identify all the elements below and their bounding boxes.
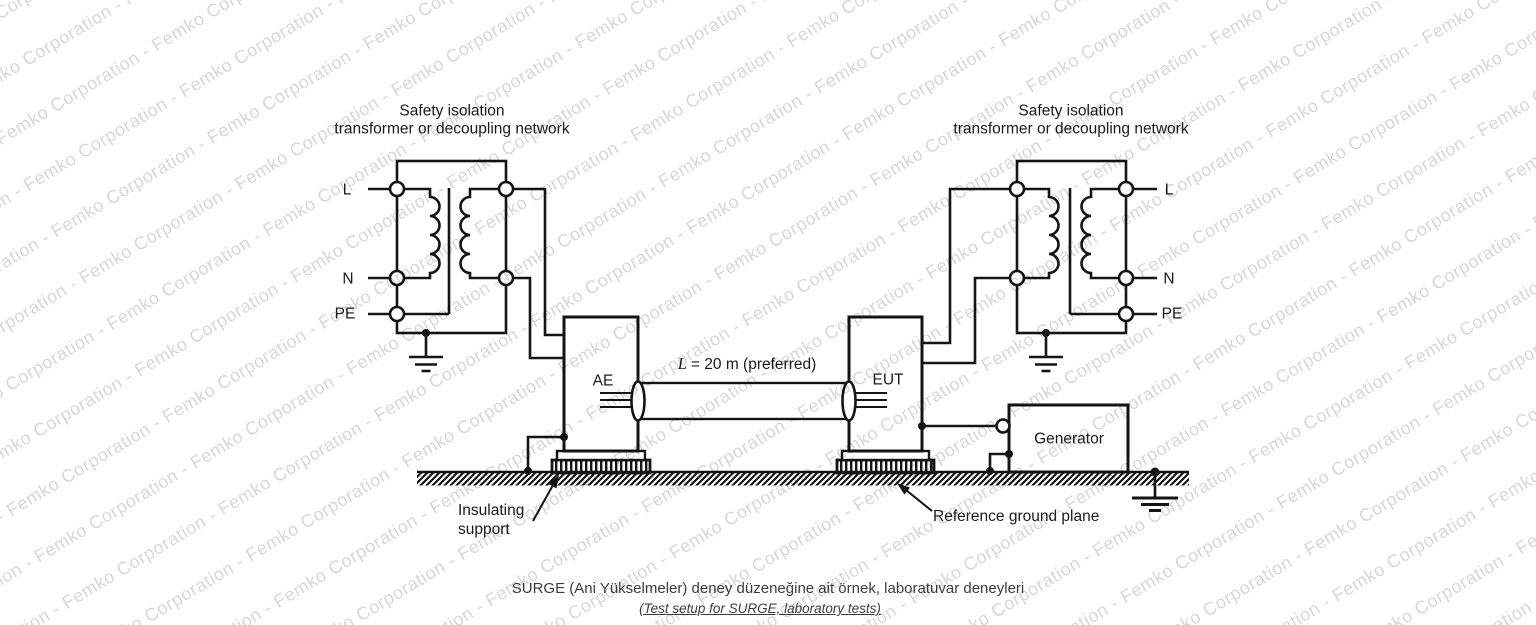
cable-length-symbol: L [677,354,687,373]
terminal-label-l-right: L [1164,181,1174,199]
terminal-label-pe-right: PE [1161,305,1183,323]
eut-label: EUT [872,371,904,389]
caption-english: (Test setup for SURGE, laboratory tests) [639,601,881,616]
primary-coil [1080,187,1126,280]
cable-length-value: = 20 m (preferred) [690,356,817,373]
reference-ground-plane [417,472,1189,486]
left-transformer-title: Safety isolation transformer or decoupli… [334,102,570,138]
eut-box [847,315,924,453]
caption-turkish: SURGE (Ani Yükselmeler) deney düzeneğine… [511,580,1025,597]
secondary-coil [459,187,506,280]
terminal-label-l-left: L [342,181,352,199]
terminal-label-pe-left: PE [334,305,356,323]
insulating-support-ae [550,458,652,475]
insulating-support-label: Insulating support [458,502,525,538]
terminal-label-n-right: N [1163,270,1175,288]
generator-box [1007,403,1130,474]
reference-ground-plane-label: Reference ground plane [933,508,1100,525]
generator-output-connector [995,418,1011,434]
generator-label: Generator [1034,430,1104,448]
left-transformer [368,159,564,373]
cable-length-label: L= 20 m (preferred) [678,355,817,373]
ae-label: AE [592,372,614,390]
insulating-support-eut [835,458,936,475]
primary-coil [397,187,441,280]
right-transformer-title: Safety isolation transformer or decoupli… [953,102,1189,138]
annotation-arrows [532,475,933,522]
terminal-label-n-left: N [342,270,354,288]
interconnection-cable [636,381,851,421]
secondary-coil [1017,187,1060,280]
